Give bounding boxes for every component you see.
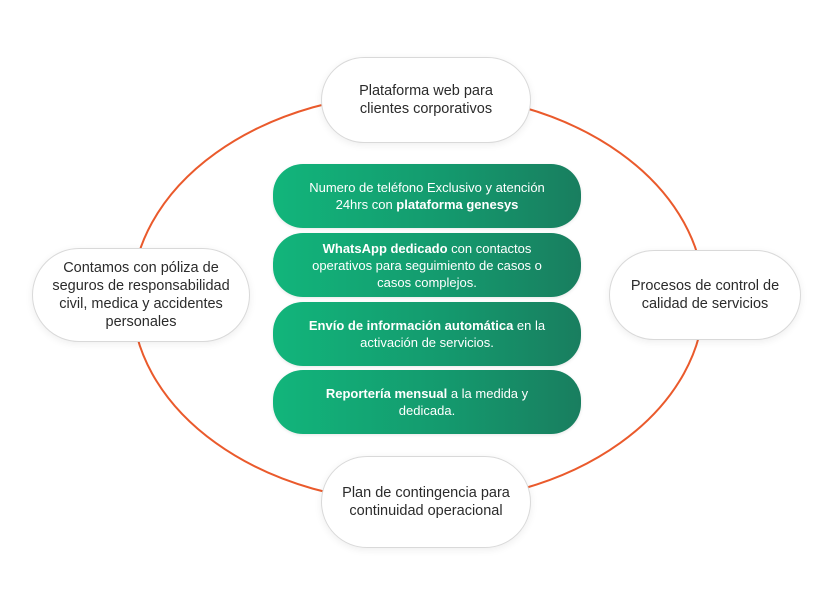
service-monthly-report: Reportería mensual a la medida y dedicad… bbox=[273, 370, 581, 434]
node-quality-control-text: Procesos de control de calidad de servic… bbox=[630, 278, 780, 312]
node-web-platform-text: Plataforma web para clientes corporativo… bbox=[359, 83, 493, 117]
node-contingency-plan-text: Plan de contingencia para continuidad op… bbox=[342, 485, 510, 519]
node-insurance-policy-text: Contamos con póliza de seguros de respon… bbox=[52, 260, 230, 330]
node-insurance-policy: Contamos con póliza de seguros de respon… bbox=[32, 248, 250, 342]
service-auto-info-text: Envío de información automática en la ac… bbox=[308, 318, 546, 350]
node-web-platform: Plataforma web para clientes corporativo… bbox=[321, 57, 531, 143]
service-exclusive-phone: Numero de teléfono Exclusivo y atención … bbox=[273, 164, 581, 228]
service-whatsapp: WhatsApp dedicado con contactos operativ… bbox=[273, 233, 581, 297]
node-quality-control: Procesos de control de calidad de servic… bbox=[609, 250, 801, 340]
service-whatsapp-text: WhatsApp dedicado con contactos operativ… bbox=[312, 240, 542, 290]
service-exclusive-phone-text: Numero de teléfono Exclusivo y atención … bbox=[309, 180, 545, 212]
node-contingency-plan: Plan de contingencia para continuidad op… bbox=[321, 456, 531, 548]
service-monthly-report-text: Reportería mensual a la medida y dedicad… bbox=[325, 386, 529, 418]
service-auto-info: Envío de información automática en la ac… bbox=[273, 302, 581, 366]
